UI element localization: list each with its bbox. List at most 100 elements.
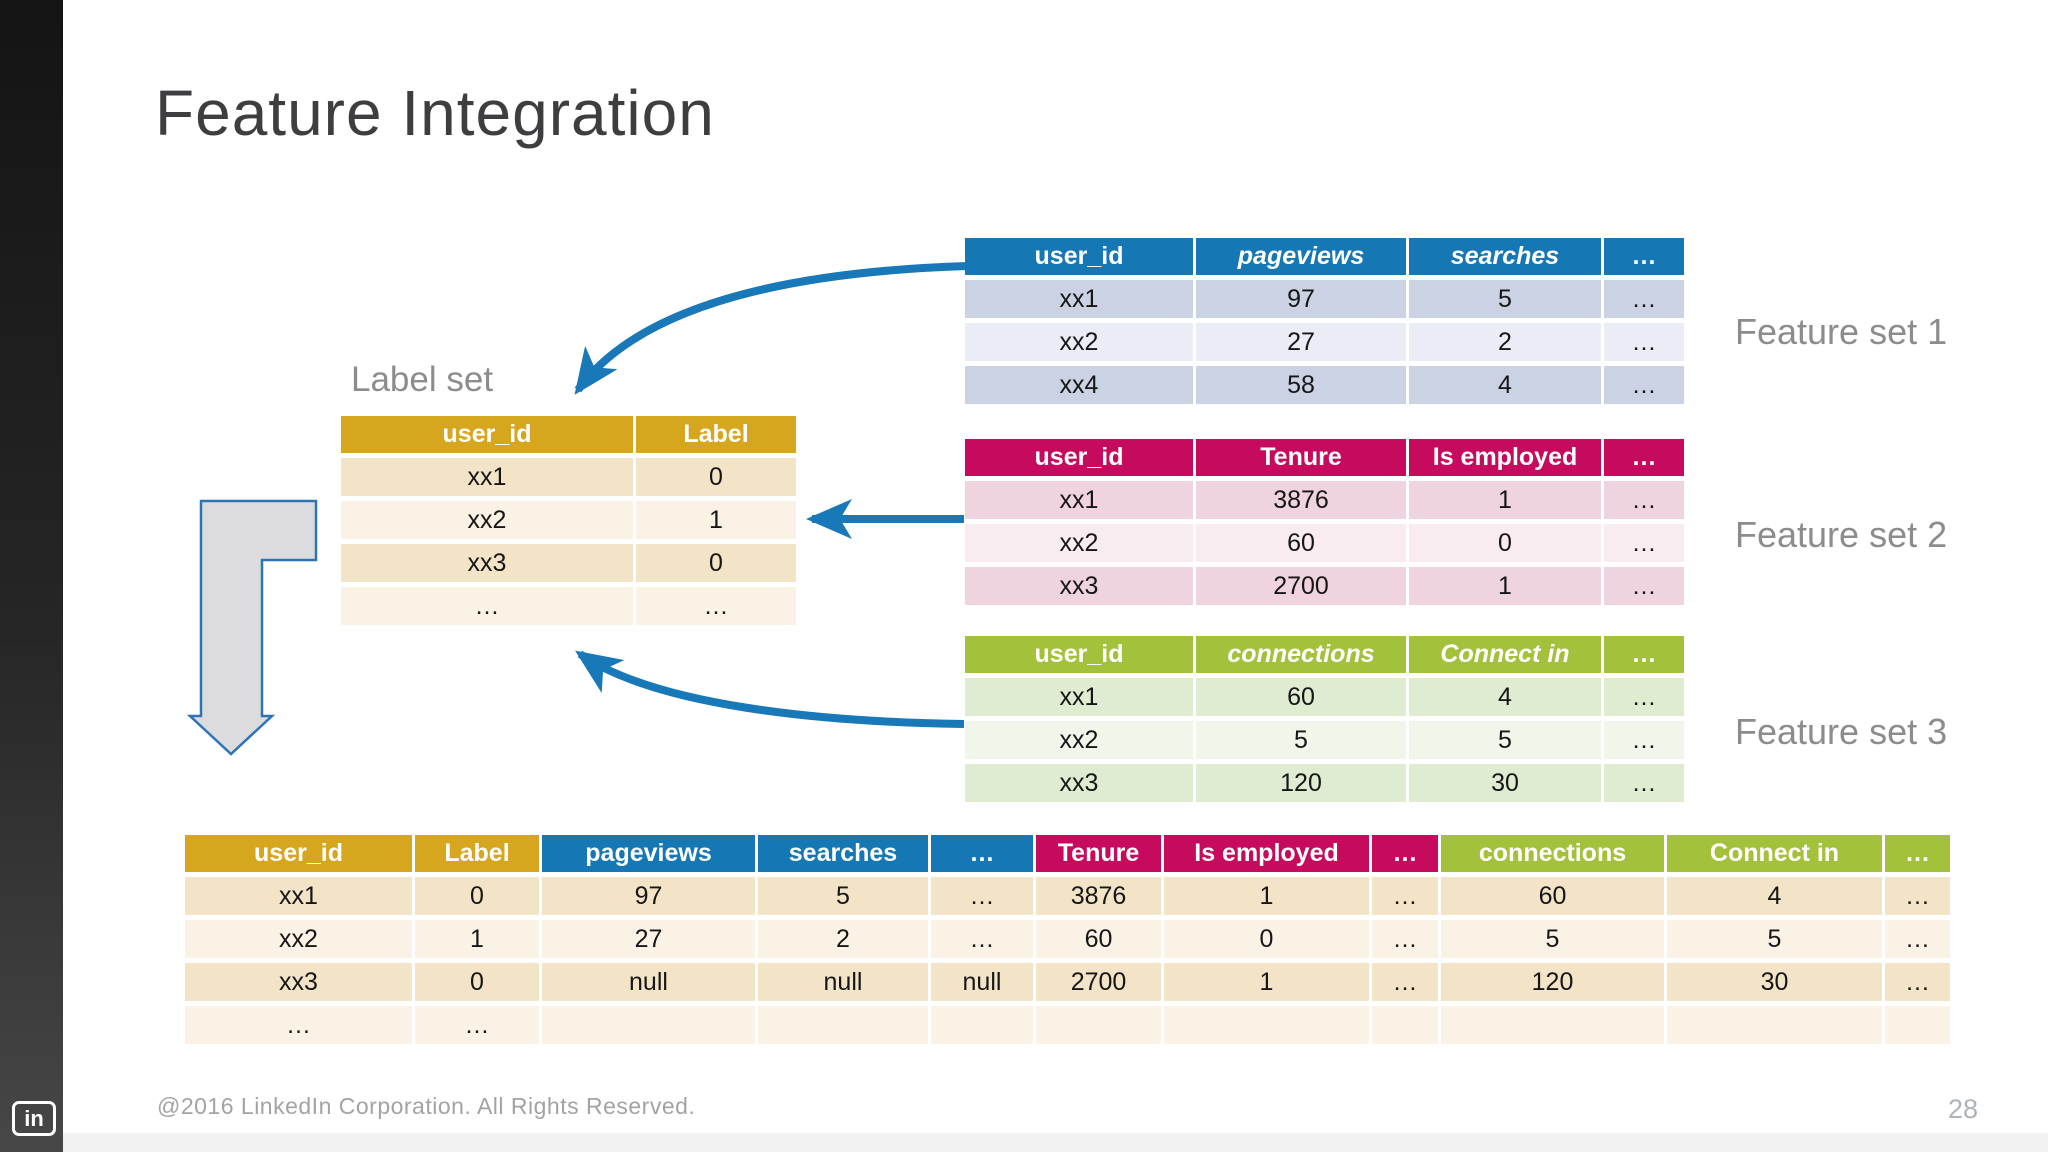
table-cell: … — [1372, 920, 1438, 958]
table-cell: xx1 — [341, 458, 633, 496]
table-row: …… — [341, 587, 796, 625]
table-cell — [1036, 1006, 1161, 1044]
table-cell: … — [931, 877, 1033, 915]
table-cell: 0 — [636, 544, 796, 582]
merge-arrow-feature-set-1 — [574, 262, 969, 395]
table-cell: … — [1604, 764, 1684, 802]
feature-set-3-caption: Feature set 3 — [1735, 711, 1948, 752]
table-cell: 1 — [1164, 963, 1369, 1001]
table-cell: null — [931, 963, 1033, 1001]
column-header: Connect in — [1667, 835, 1882, 872]
table-cell — [758, 1006, 928, 1044]
table-cell: 30 — [1667, 963, 1882, 1001]
table-cell: … — [1604, 366, 1684, 404]
table-cell: 5 — [1409, 721, 1601, 759]
table-cell — [931, 1006, 1033, 1044]
column-header: Label — [636, 416, 796, 453]
column-header: user_id — [965, 636, 1193, 673]
column-header: Label — [415, 835, 539, 872]
table-cell: 2 — [1409, 323, 1601, 361]
table-cell: 97 — [1196, 280, 1406, 318]
label-set-caption: Label set — [351, 360, 494, 399]
column-header: … — [1372, 835, 1438, 872]
table-cell: null — [758, 963, 928, 1001]
table-cell — [1885, 1006, 1950, 1044]
table-cell: xx1 — [965, 481, 1193, 519]
table-cell: xx2 — [185, 920, 412, 958]
column-header: pageviews — [542, 835, 755, 872]
table-cell: … — [341, 587, 633, 625]
table-cell: 120 — [1196, 764, 1406, 802]
table-cell: 0 — [1409, 524, 1601, 562]
column-header: … — [931, 835, 1033, 872]
table-cell: 1 — [636, 501, 796, 539]
table-cell: 4 — [1409, 366, 1601, 404]
table-cell: xx3 — [341, 544, 633, 582]
table-cell: … — [1604, 481, 1684, 519]
table-cell: 60 — [1196, 524, 1406, 562]
column-header: searches — [758, 835, 928, 872]
table-cell: … — [931, 920, 1033, 958]
table-cell: … — [1885, 877, 1950, 915]
table-cell: xx2 — [965, 524, 1193, 562]
table-cell: xx2 — [965, 323, 1193, 361]
page-number: 28 — [1948, 1094, 1979, 1124]
table-cell: … — [1372, 963, 1438, 1001]
table-cell: 3876 — [1196, 481, 1406, 519]
linkedin-logo-text: in — [24, 1105, 44, 1131]
column-header: searches — [1409, 238, 1601, 275]
table-cell: … — [1604, 678, 1684, 716]
table-cell: … — [1604, 323, 1684, 361]
table-cell: xx3 — [185, 963, 412, 1001]
table-cell: 27 — [542, 920, 755, 958]
column-header: connections — [1441, 835, 1664, 872]
table-cell: 30 — [1409, 764, 1601, 802]
output-bent-arrow — [186, 499, 318, 756]
column-header: … — [1604, 636, 1684, 673]
table-cell: xx3 — [965, 567, 1193, 605]
column-header: user_id — [965, 238, 1193, 275]
table-cell: xx3 — [965, 764, 1193, 802]
table-cell: 2700 — [1036, 963, 1161, 1001]
table-cell: … — [1372, 877, 1438, 915]
table-cell: 0 — [415, 963, 539, 1001]
table-cell: 27 — [1196, 323, 1406, 361]
page-title: Feature Integration — [155, 77, 715, 149]
column-header: Is employed — [1409, 439, 1601, 476]
table-cell: 1 — [415, 920, 539, 958]
table-cell: … — [1604, 567, 1684, 605]
table-cell: null — [542, 963, 755, 1001]
table-cell — [1164, 1006, 1369, 1044]
table-cell: 0 — [415, 877, 539, 915]
table-cell — [1667, 1006, 1882, 1044]
sidebar: in — [0, 0, 63, 1152]
table-cell: 2700 — [1196, 567, 1406, 605]
table-cell: 60 — [1441, 877, 1664, 915]
bottom-strip — [63, 1133, 2048, 1152]
table-cell: xx4 — [965, 366, 1193, 404]
table-cell: 60 — [1036, 920, 1161, 958]
column-header: Tenure — [1196, 439, 1406, 476]
table-cell: xx2 — [965, 721, 1193, 759]
table-cell: xx1 — [185, 877, 412, 915]
table-cell: 60 — [1196, 678, 1406, 716]
table-cell: 58 — [1196, 366, 1406, 404]
table-cell: … — [185, 1006, 412, 1044]
column-header: … — [1604, 439, 1684, 476]
table-cell: xx1 — [965, 280, 1193, 318]
merge-arrow-feature-set-3 — [575, 650, 965, 728]
